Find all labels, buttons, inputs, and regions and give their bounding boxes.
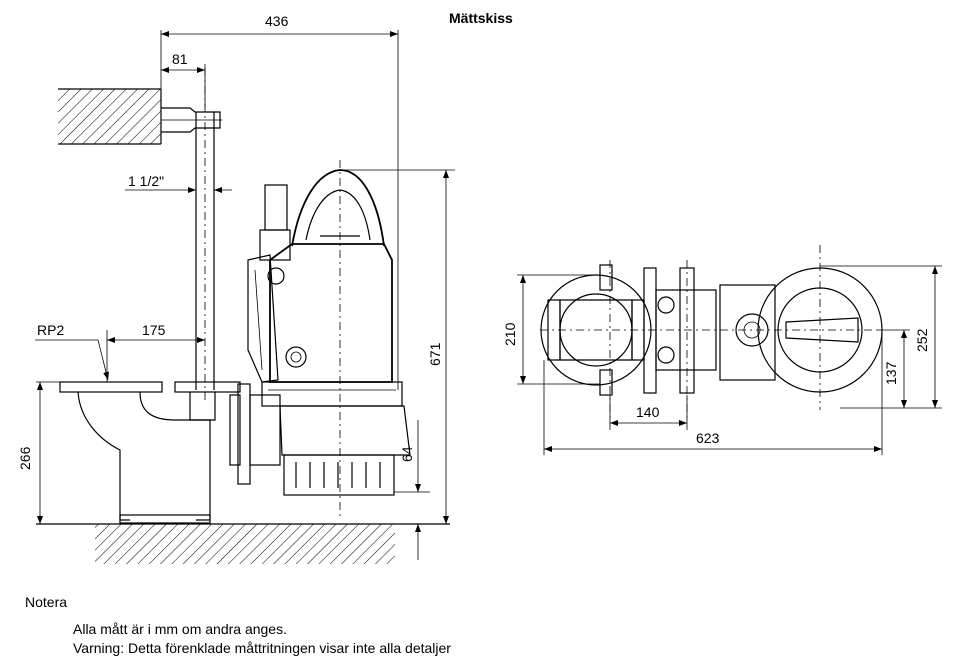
note-line-1: Alla mått är i mm om andra anges. bbox=[73, 621, 287, 637]
pump-top-view bbox=[540, 245, 883, 420]
dim-1-1-2: 1 1/2" bbox=[128, 173, 164, 189]
note-line-2: Varning: Detta förenklade måttritningen … bbox=[73, 640, 451, 656]
notes-heading: Notera bbox=[25, 594, 68, 610]
drawing-title: Mättskiss bbox=[449, 10, 513, 26]
top-dimension-lines bbox=[517, 265, 942, 455]
dim-266: 266 bbox=[17, 446, 33, 470]
guide-pipe bbox=[195, 68, 215, 400]
dim-436: 436 bbox=[265, 13, 289, 29]
dim-137: 137 bbox=[883, 361, 899, 385]
label-rp2: RP2 bbox=[37, 322, 64, 338]
pump-side-view bbox=[229, 160, 411, 520]
dim-175: 175 bbox=[142, 322, 166, 338]
dim-623: 623 bbox=[696, 430, 720, 446]
dim-671: 671 bbox=[427, 342, 443, 366]
floor bbox=[36, 523, 450, 564]
dim-252: 252 bbox=[914, 328, 930, 352]
wall-bracket bbox=[58, 88, 222, 145]
dim-81: 81 bbox=[172, 51, 188, 67]
discharge-base bbox=[59, 381, 241, 524]
dim-210: 210 bbox=[502, 322, 518, 346]
dim-140: 140 bbox=[636, 404, 660, 420]
dim-64: 64 bbox=[399, 446, 415, 462]
side-dimension-lines bbox=[35, 30, 455, 560]
strainer-slots bbox=[295, 462, 381, 488]
